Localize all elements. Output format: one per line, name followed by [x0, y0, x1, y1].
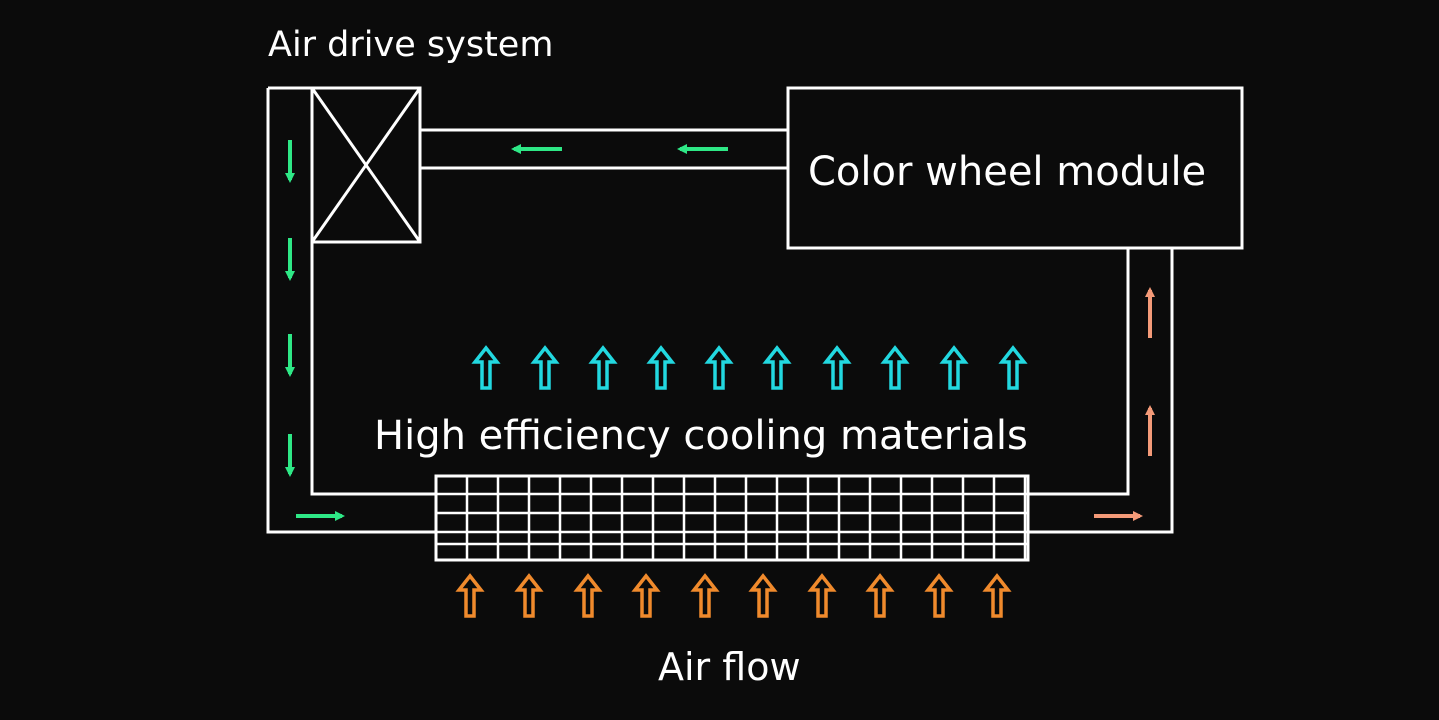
hollow-arrow-up-icon: [880, 345, 910, 390]
top-duct: [420, 128, 788, 170]
right-duct-arrows: [1094, 287, 1155, 521]
hollow-arrow-up-icon: [690, 573, 720, 618]
right-duct: [1028, 248, 1174, 534]
hollow-arrow-up-icon: [982, 573, 1012, 618]
air-flow-label: Air flow: [658, 645, 801, 689]
cooling-material-grid: [434, 474, 1030, 562]
hollow-arrow-up-icon: [514, 573, 544, 618]
left-duct: [266, 86, 436, 534]
hollow-arrow-up-icon: [530, 345, 560, 390]
hollow-arrow-up-icon: [631, 573, 661, 618]
hollow-arrow-up-icon: [588, 345, 618, 390]
hollow-arrow-up-icon: [924, 573, 954, 618]
cyan-arrows: [471, 345, 1028, 390]
hollow-arrow-up-icon: [939, 345, 969, 390]
air-drive-system-label: Air drive system: [268, 25, 554, 65]
hollow-arrow-up-icon: [998, 345, 1028, 390]
hollow-arrow-up-icon: [471, 345, 501, 390]
fan-icon: [310, 86, 422, 244]
hollow-arrow-up-icon: [704, 345, 734, 390]
hollow-arrow-up-icon: [762, 345, 792, 390]
right-duct-outer: [1028, 248, 1174, 534]
color-wheel-module-box: [786, 86, 1244, 250]
left-duct-outer: [266, 88, 436, 534]
hollow-arrow-up-icon: [807, 573, 837, 618]
orange-arrows: [455, 573, 1012, 618]
cooling-materials-label: High efficiency cooling materials: [374, 413, 1028, 459]
hollow-arrow-up-icon: [822, 345, 852, 390]
hollow-arrow-up-icon: [748, 573, 778, 618]
hollow-arrow-up-icon: [573, 573, 603, 618]
hollow-arrow-up-icon: [455, 573, 485, 618]
hollow-arrow-up-icon: [865, 573, 895, 618]
color-wheel-module-label: Color wheel module: [808, 149, 1207, 195]
hollow-arrow-up-icon: [646, 345, 676, 390]
right-duct-inner: [1028, 248, 1130, 496]
